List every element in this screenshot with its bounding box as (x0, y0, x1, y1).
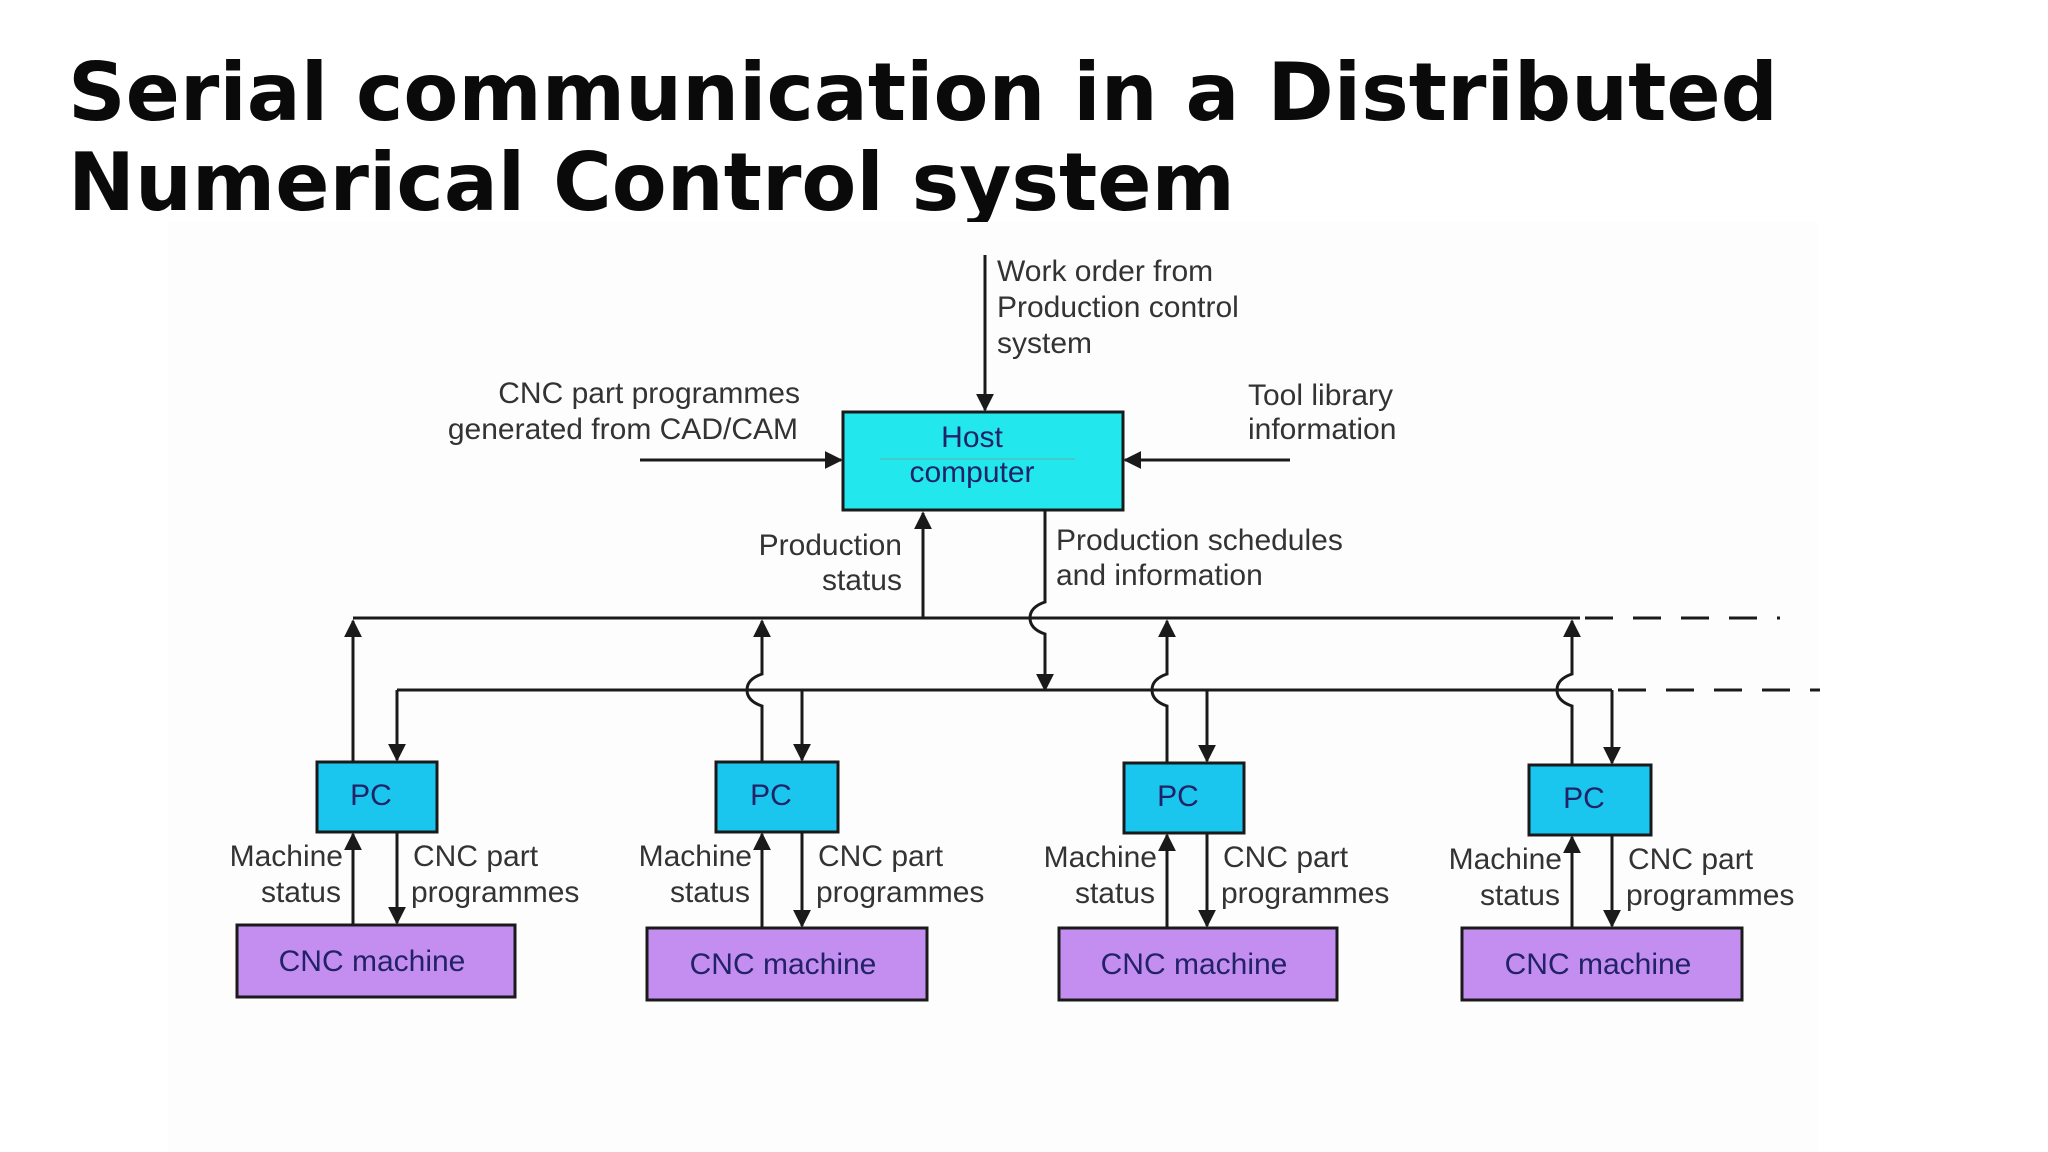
slide-title: Serial communication in a Distributed Nu… (68, 48, 1968, 228)
work-order-label-line-2: Production control (997, 291, 1239, 324)
work-order-label-line-3: system (997, 327, 1092, 360)
cnc-machine-label-4: CNC machine (1505, 948, 1692, 981)
cnc-machine-label-1: CNC machine (279, 945, 466, 978)
machine-status-label-line-2-4: status (1480, 879, 1560, 912)
part-programmes-label-line-1-2: CNC part (818, 840, 944, 873)
part-programmes-label-line-2-2: programmes (816, 876, 984, 909)
production-status-link: Production status (759, 511, 932, 618)
pc-box-1 (315, 760, 439, 834)
part-programmes-label-line-2-1: programmes (411, 876, 579, 909)
cad-cam-input: CNC part programmes generated from CAD/C… (448, 377, 843, 469)
work-order-label-line-1: Work order from (997, 255, 1213, 288)
machine-status-label-line-1-2: Machine (639, 840, 752, 873)
title-line-1: Serial communication in a Distributed (68, 46, 1778, 139)
pc-label-1: PC (350, 779, 392, 812)
machine-status-label-line-2-3: status (1075, 877, 1155, 910)
machine-status-label-line-1-1: Machine (230, 840, 343, 873)
pc-box-2 (714, 760, 840, 834)
pc-label-4: PC (1563, 782, 1605, 815)
work-order-input: Work order from Production control syste… (976, 255, 1239, 412)
machine-status-label-line-1-4: Machine (1449, 843, 1562, 876)
cnc-machine-label-3: CNC machine (1101, 948, 1288, 981)
part-programmes-label-line-1-3: CNC part (1223, 841, 1349, 874)
status-uplink-3 (1150, 619, 1176, 763)
part-programmes-label-line-1-1: CNC part (413, 840, 539, 873)
host-computer-label-line-2: computer (909, 456, 1034, 489)
part-programmes-label-line-2-3: programmes (1221, 877, 1389, 910)
host-computer-box (841, 410, 1125, 512)
status-uplink-2 (745, 619, 771, 762)
cnc-machine-box-3 (1057, 926, 1339, 1002)
machine-status-label-line-1-3: Machine (1044, 841, 1157, 874)
machine-status-label-line-2-1: status (261, 876, 341, 909)
production-status-label-line-1: Production (759, 529, 902, 562)
title-line-2: Numerical Control system (68, 136, 1235, 229)
cad-cam-label-line-1: CNC part programmes (498, 377, 800, 410)
pc-label-3: PC (1157, 780, 1199, 813)
status-uplink-4 (1555, 619, 1581, 765)
host-computer-label-line-1: Host (941, 421, 1003, 454)
cnc-machine-box-2 (645, 926, 929, 1002)
tool-library-label-line-1: Tool library (1248, 379, 1393, 412)
host-computer: Host computer (841, 410, 1125, 512)
part-programmes-label-line-1-4: CNC part (1628, 843, 1754, 876)
pc-box-3 (1122, 761, 1246, 835)
pc-box-4 (1527, 763, 1653, 837)
machine-status-label-line-2-2: status (670, 876, 750, 909)
schedules-label-line-2: and information (1056, 559, 1263, 592)
cnc-machine-box-4 (1460, 926, 1744, 1002)
tool-library-input: Tool library information (1123, 379, 1396, 469)
cad-cam-label-line-2: generated from CAD/CAM (448, 413, 798, 446)
schedules-label-line-1: Production schedules (1056, 524, 1343, 557)
tool-library-label-line-2: information (1248, 413, 1396, 446)
cnc-machine-box-1 (235, 923, 517, 999)
schedules-link: Production schedules and information (1028, 510, 1343, 692)
pc-label-2: PC (750, 779, 792, 812)
schedules-arrow (1028, 510, 1054, 692)
production-status-label-line-2: status (822, 564, 902, 597)
cnc-machine-label-2: CNC machine (690, 948, 877, 981)
part-programmes-label-line-2-4: programmes (1626, 879, 1794, 912)
